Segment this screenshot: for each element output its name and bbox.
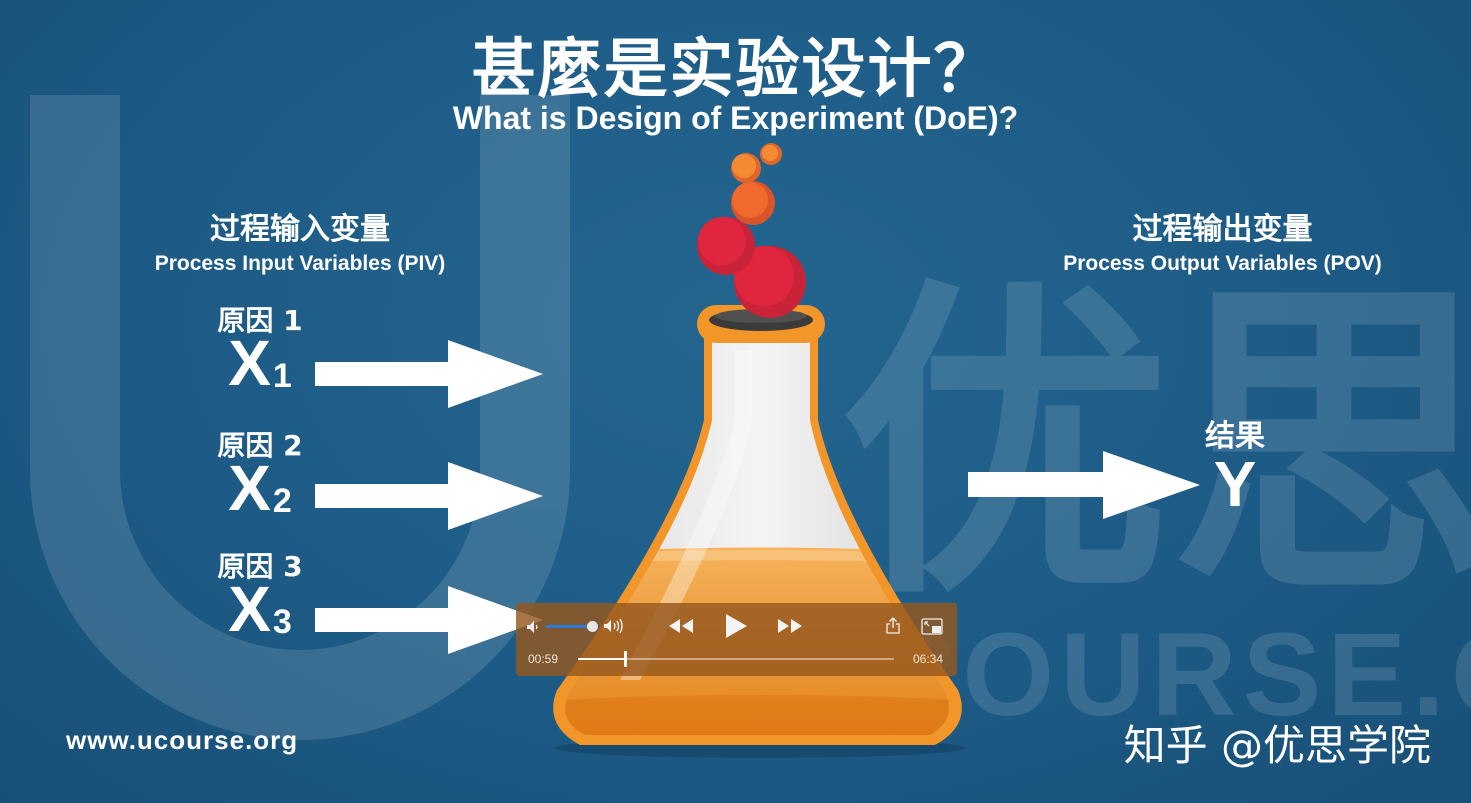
cause-3: 原因 3 X3 — [180, 551, 340, 650]
fast-forward-icon[interactable] — [777, 618, 803, 634]
cause-variable: X2 — [228, 452, 292, 524]
volume-slider[interactable] — [546, 625, 593, 628]
rewind-icon[interactable] — [668, 618, 694, 634]
cause-label: 原因 2 — [217, 429, 303, 462]
output-heading-en: Process Output Variables (POV) — [1063, 252, 1382, 275]
output-variables-heading: 过程输出变量 Process Output Variables (POV) — [1035, 204, 1410, 276]
video-player-controls: 00:59 06:34 — [516, 603, 957, 676]
play-icon[interactable] — [723, 613, 749, 639]
cause-2: 原因 2 X2 — [180, 430, 340, 529]
volume-low-icon[interactable] — [526, 620, 540, 634]
arrow-x1 — [315, 340, 543, 408]
progress-playhead[interactable] — [624, 651, 627, 667]
picture-in-picture-icon[interactable] — [921, 618, 943, 635]
progress-fill — [578, 658, 625, 660]
page-title: 甚麼是实验设计？ — [471, 33, 1000, 107]
cause-label: 原因 1 — [217, 304, 303, 337]
watermark-glyphs: 优思 — [840, 254, 1471, 638]
input-arrows — [315, 340, 543, 654]
arrow-y — [968, 451, 1200, 519]
progress-scrubber[interactable] — [578, 651, 894, 667]
arrow-x3 — [315, 586, 543, 654]
volume-slider-knob[interactable] — [587, 621, 598, 632]
zhihu-brand-watermark: 知乎 @优思学院 — [1123, 721, 1431, 770]
input-heading-cn: 过程输入变量 — [210, 212, 390, 247]
arrow-x2 — [315, 462, 543, 530]
page-subtitle: What is Design of Experiment (DoE)? — [452, 100, 1019, 136]
input-heading-en: Process Input Variables (PIV) — [154, 252, 446, 275]
cause-label: 原因 3 — [217, 550, 303, 583]
result: 结果 Y — [1180, 419, 1290, 520]
output-heading-cn: 过程输出变量 — [1132, 212, 1313, 247]
duration: 06:34 — [912, 652, 943, 666]
input-variables-heading: 过程输入变量 Process Input Variables (PIV) — [130, 204, 470, 276]
cause-variable: X3 — [228, 573, 292, 645]
share-icon[interactable] — [886, 617, 900, 634]
cause-1: 原因 1 X1 — [180, 305, 340, 404]
website-url: www.ucourse.org — [66, 725, 299, 755]
volume-high-icon[interactable] — [603, 618, 625, 634]
result-variable: Y — [1213, 448, 1257, 520]
result-label: 结果 — [1205, 419, 1265, 454]
current-time: 00:59 — [528, 652, 559, 666]
cause-variable: X1 — [228, 327, 292, 399]
bubbles — [697, 143, 806, 318]
